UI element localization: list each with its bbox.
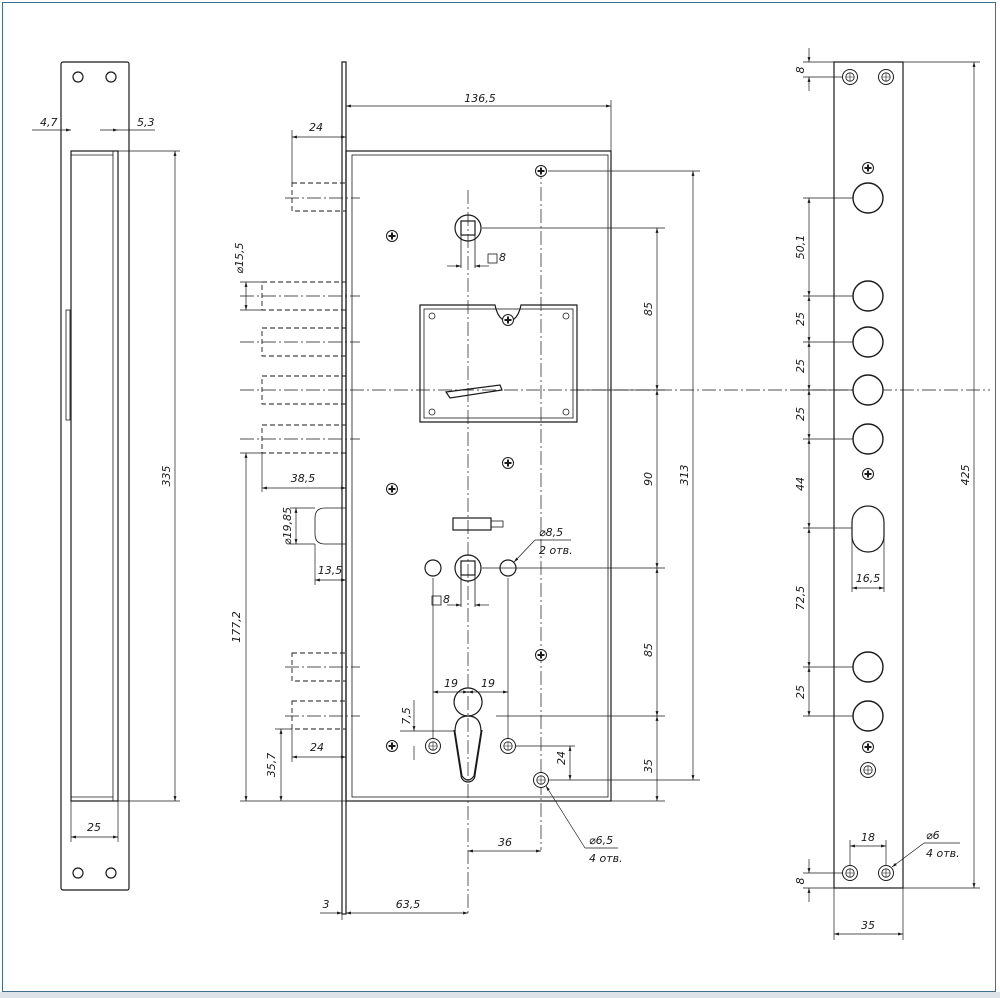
spindle-top	[447, 214, 498, 268]
latch-bolt	[314, 507, 346, 545]
dim-strike-total-height: 425	[959, 465, 972, 486]
dim-lower-bolt-length: 24	[310, 741, 324, 754]
dim-hole-offset: 36	[498, 836, 512, 849]
bolt-hole-icon	[852, 182, 884, 214]
lock-case-outline	[345, 150, 612, 802]
strike-plate-view: 50,1 25 25 25 44 72,5 25 8 8 425 16,5 18	[794, 48, 980, 940]
screw-icon	[534, 648, 548, 662]
dim-strike-spacing-6: 72,5	[794, 586, 807, 611]
dim-spindle-right: 19	[481, 677, 495, 690]
inner-plate	[419, 304, 578, 423]
mounting-hole-icon	[860, 762, 876, 778]
cylinder-profile	[453, 687, 483, 783]
mounting-hole-icon	[105, 71, 117, 83]
dim-backset: 63,5	[396, 898, 421, 911]
screw-icon	[501, 313, 515, 327]
dim-bolt-length: 24	[309, 121, 323, 134]
dim-strike-top-edge: 8	[794, 67, 807, 74]
bolt-hole-icon	[852, 326, 884, 358]
lock-body-view: 136,5 24 ⌀15,5 38,5 ⌀19,85 13,5 177,2 24…	[230, 61, 990, 920]
dim-spindle-left: 19	[444, 677, 458, 690]
dim-square-bottom: 8	[443, 593, 450, 606]
dim-spacing-top: 85	[642, 302, 655, 316]
dim-strike-bottom-edge: 8	[794, 878, 807, 885]
dim-bolt-throw: 38,5	[291, 472, 316, 485]
note-strike-hole-count: 4 отв.	[926, 847, 960, 860]
spindle-bottom	[424, 554, 517, 607]
dim-faceplate-thickness: 3	[323, 898, 330, 911]
screw-icon	[501, 456, 515, 470]
dim-strike-spacing-3: 25	[794, 359, 807, 373]
mounting-hole-icon	[425, 738, 441, 754]
bolt-hole-icon	[852, 423, 884, 455]
bolt-hole-icon	[852, 651, 884, 683]
mounting-hole-icon	[72, 867, 84, 879]
screw-icon	[385, 482, 399, 496]
latch-slot	[851, 505, 885, 553]
screw-icon	[861, 467, 875, 481]
mounting-hole-icon	[878, 69, 894, 85]
screw-icon	[385, 229, 399, 243]
dim-hole-to-bottom: 35	[642, 759, 655, 773]
bolt-hole-icon	[852, 700, 884, 732]
dim-strike-latch-width: 16,5	[856, 572, 881, 585]
mounting-hole-icon	[842, 865, 858, 881]
dim-side-width: 25	[87, 821, 101, 834]
side-body-outline	[70, 150, 119, 802]
note-hole-bottom: ⌀6,5	[589, 834, 613, 847]
dim-strike-spacing-4: 25	[794, 407, 807, 421]
dim-spacing-bottom: 85	[642, 643, 655, 657]
dim-lower-bolt-offset: 35,7	[265, 753, 278, 778]
bolt-hole-icon	[852, 280, 884, 312]
dim-lower-height: 177,2	[230, 611, 243, 643]
dim-strike-spacing-1: 50,1	[794, 235, 807, 260]
trigger	[452, 517, 492, 531]
side-faceplate-outline	[60, 61, 130, 891]
mounting-hole-icon	[500, 738, 516, 754]
note-hole-top: ⌀8,5	[539, 526, 563, 539]
dim-strike-spacing-5: 44	[794, 477, 807, 491]
dim-side-height: 335	[160, 466, 173, 487]
note-hole-top-count: 2 отв.	[539, 544, 573, 557]
mounting-hole-icon	[878, 865, 894, 881]
mounting-hole-icon	[842, 69, 858, 85]
note-hole-bottom-count: 4 отв.	[589, 852, 623, 865]
mounting-hole-icon	[72, 71, 84, 83]
dim-total-height: 313	[678, 465, 691, 486]
note-strike-hole: ⌀6	[926, 829, 940, 842]
mounting-hole-icon	[533, 772, 549, 788]
lever	[444, 384, 503, 399]
dim-cyl-offset: 7,5	[400, 707, 413, 725]
bolt-hole-icon	[852, 374, 884, 406]
mounting-hole-icon	[105, 867, 117, 879]
bottom-scrollbar[interactable]	[0, 992, 1000, 998]
dim-bolt-diameter: ⌀15,5	[233, 242, 246, 273]
dim-side-left-offset: 4,7	[40, 116, 58, 129]
dim-square-top: 8	[499, 251, 506, 264]
dim-latch-width: 13,5	[318, 564, 343, 577]
screw-icon	[385, 739, 399, 753]
screw-icon	[861, 740, 875, 754]
bolt-group	[261, 182, 347, 730]
dim-cyl-to-hole: 24	[555, 751, 568, 765]
strike-plate-outline	[833, 61, 904, 889]
dim-strike-plate-width: 35	[861, 919, 875, 932]
dim-spacing-middle: 90	[642, 472, 655, 486]
dim-strike-spacing-7: 25	[794, 685, 807, 699]
screw-icon	[861, 161, 875, 175]
dim-strike-spacing-2: 25	[794, 312, 807, 326]
dim-side-right-offset: 5,3	[137, 116, 155, 129]
dim-strike-hole-spacing: 18	[861, 831, 875, 844]
side-view: 4,7 5,3 335 25	[32, 61, 180, 891]
dim-body-width: 136,5	[464, 92, 496, 105]
screw-icon	[534, 164, 548, 178]
dim-latch-diameter: ⌀19,85	[281, 507, 294, 545]
